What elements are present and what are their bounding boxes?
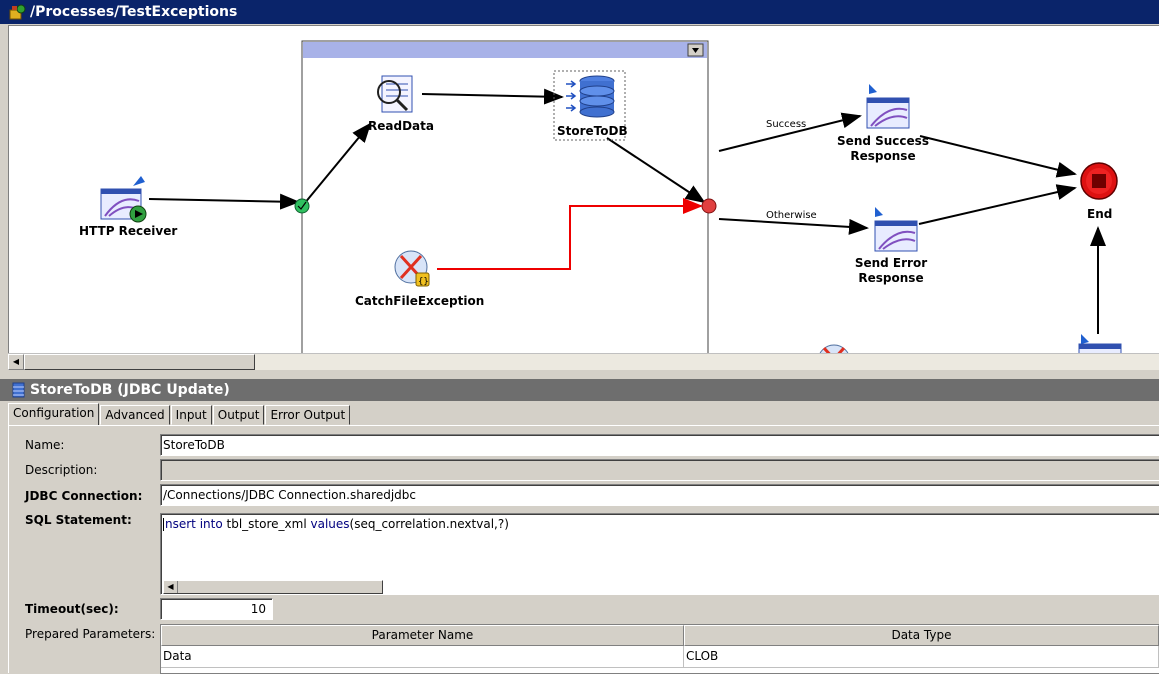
prepared-parameters-table[interactable]: Parameter Name Data Type Data CLOB [160,624,1159,674]
success-edge-label: Success [766,119,807,130]
jdbc-connection-field[interactable]: /Connections/JDBC Connection.sharedjdbc [160,484,1159,506]
process-icon [9,4,26,20]
transition-success[interactable] [718,112,862,152]
end-label: End [1087,207,1113,221]
process-canvas[interactable]: {} [8,25,1159,354]
tab-input[interactable]: Input [170,405,212,425]
parameter-name-cell[interactable]: Data [161,646,684,668]
chevron-down-icon [692,48,699,53]
tab-output[interactable]: Output [212,405,265,425]
column-header-data-type[interactable]: Data Type [683,625,1159,646]
process-canvas-area: {} [0,24,1159,372]
sql-values-list: (seq_correlation.nextval,?) [349,517,509,531]
description-label: Description: [25,463,98,477]
http-receiver-icon[interactable] [100,176,147,223]
sql-keyword-values: values [310,517,350,531]
jdbc-update-icon [12,382,25,398]
otherwise-edge-label: Otherwise [766,210,817,221]
table-row[interactable]: Data CLOB [161,646,1159,668]
catch-icon-partial[interactable] [818,344,850,354]
table-header: Parameter Name Data Type [161,625,1159,646]
properties-title: StoreToDB (JDBC Update) [30,382,230,398]
store-to-db-label: StoreToDB [557,124,628,138]
transition-otherwise[interactable] [718,218,869,235]
database-icon[interactable] [566,75,615,118]
storetodb-selection [553,70,626,141]
timeout-field[interactable]: 10 [160,598,273,620]
properties-title-bar: StoreToDB (JDBC Update) [0,379,1159,401]
group-header[interactable] [303,42,707,58]
read-data-icon[interactable] [377,75,413,113]
activity-icon-partial[interactable] [1078,334,1122,354]
configuration-panel: Name: StoreToDB Description: JDBC Connec… [8,425,1159,674]
process-title: /Processes/TestExceptions [30,4,238,20]
svg-text:{}: {} [418,277,429,287]
scroll-left-button[interactable]: ◀ [164,581,178,593]
send-error-response-icon[interactable] [874,207,918,252]
name-label: Name: [25,438,65,452]
sql-statement-editor[interactable]: nsert into tbl_store_xml values(seq_corr… [160,513,1159,595]
process-title-bar: /Processes/TestExceptions [0,0,1159,24]
transition-storetodb-to-group-end[interactable] [606,137,706,204]
data-type-cell[interactable]: CLOB [683,646,1159,668]
end-icon[interactable] [1080,162,1118,200]
catch-exception-icon[interactable]: {} [394,250,430,287]
scroll-left-button[interactable]: ◀ [8,354,24,370]
transition-success-to-end[interactable] [919,135,1077,178]
tab-advanced[interactable]: Advanced [100,405,170,425]
canvas-horizontal-scrollbar[interactable]: ◀ [8,353,1159,370]
sql-statement-label: SQL Statement: [25,513,132,527]
transition-receiver-to-group[interactable] [148,193,300,210]
sql-keyword-insert: nsert into [165,517,223,531]
group-start-icon[interactable] [294,198,310,214]
sql-table-name: tbl_store_xml [226,517,307,531]
group-end-icon[interactable] [701,198,717,214]
transition-group-start-to-readdata[interactable] [303,122,372,205]
scroll-thumb[interactable] [24,354,255,370]
description-field[interactable] [160,459,1159,481]
transition-readdata-to-storetodb[interactable] [421,88,564,105]
text-caret [163,518,164,531]
error-transition[interactable] [437,198,703,270]
timeout-label: Timeout(sec): [25,602,119,616]
properties-tabs: Configuration Advanced Input Output Erro… [8,403,351,425]
read-data-label: ReadData [368,119,434,133]
http-receiver-label: HTTP Receiver [79,224,178,238]
prepared-parameters-label: Prepared Parameters: [25,627,156,641]
transition-error-to-end[interactable] [918,184,1077,225]
catch-file-exception-label: CatchFileException [355,294,485,308]
tab-configuration[interactable]: Configuration [8,403,100,425]
name-field[interactable]: StoreToDB [160,434,1159,456]
sql-horizontal-scrollbar[interactable]: ◀ [163,580,383,594]
jdbc-connection-label: JDBC Connection: [25,489,143,503]
tab-error-output[interactable]: Error Output [265,405,351,425]
column-header-parameter-name[interactable]: Parameter Name [161,625,684,646]
send-success-response-icon[interactable] [866,84,910,129]
